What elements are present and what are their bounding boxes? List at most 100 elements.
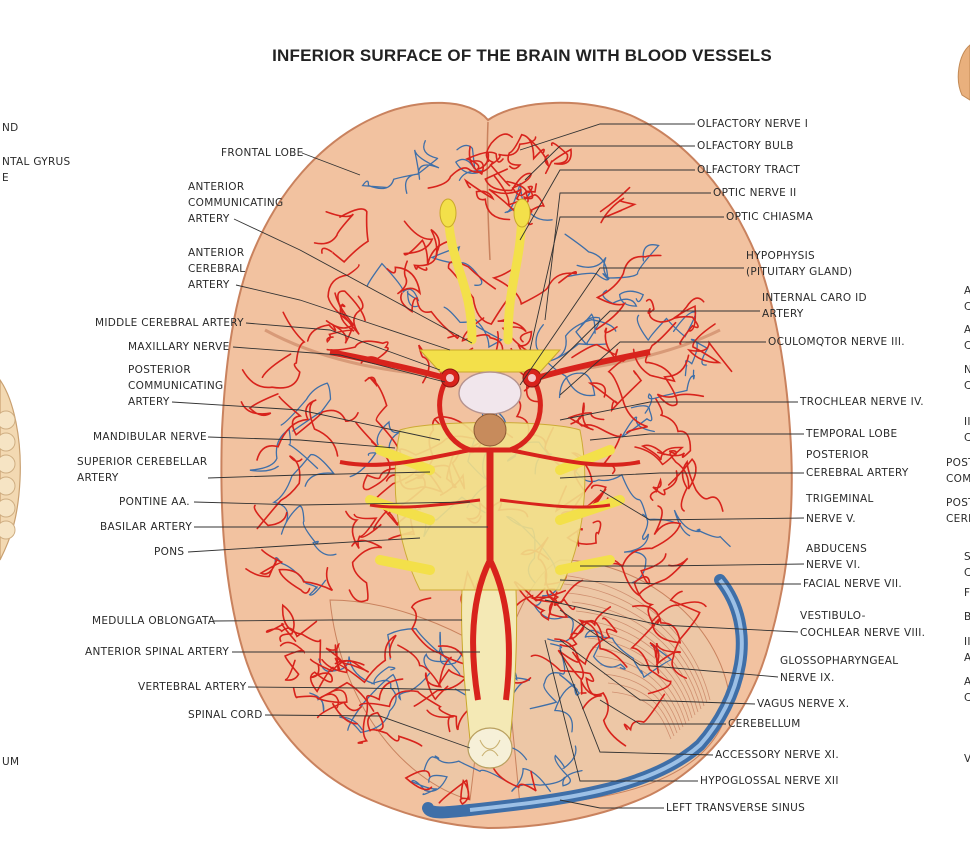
- label-anterior-cerebral-artery: ANTERIOR CEREBRAL ARTERY: [188, 247, 451, 351]
- edge-fragment-right-10: COM: [946, 473, 970, 485]
- label-internal-carotid-artery: INTERNAL CARO ID ARTERY: [539, 292, 867, 381]
- edge-fragment-right-15: F: [964, 587, 970, 599]
- facial-nerve-text-1: FACIAL NERVE VII.: [803, 578, 902, 590]
- edge-fragment-right-18: A: [964, 652, 970, 664]
- mandibular-nerve-leader-line: [207, 436, 396, 449]
- edge-fragment-right-11: POST: [946, 497, 970, 509]
- accessory-nerve-leader-line: [559, 649, 714, 756]
- anterior-cerebral-artery-text-2: CEREBRAL: [188, 263, 245, 275]
- vagus-nerve-text-1: VAGUS NERVE X.: [757, 698, 849, 710]
- abducens-nerve-text-2: NERVE VI.: [806, 559, 861, 571]
- optic-chiasma-leader-line: [529, 216, 724, 351]
- label-mandibular-nerve: MANDIBULAR NERVE: [93, 431, 396, 449]
- label-frontal-lobe: FRONTAL LOBE: [221, 147, 361, 176]
- label-medulla-oblongata: MEDULLA OBLONGATA: [92, 615, 462, 627]
- label-oculomotor-nerve: OCULOMQTOR NERVE III.: [559, 336, 905, 396]
- edge-fragment-right-4: C: [964, 340, 970, 352]
- edge-fragment-right-9: POST: [946, 457, 970, 469]
- middle-cerebral-artery-leader-line: [245, 322, 441, 371]
- edge-fragment-right-8: C: [964, 432, 970, 444]
- cerebellum-text-1: CEREBELLUM: [728, 718, 801, 730]
- label-vagus-nerve: VAGUS NERVE X.: [559, 639, 849, 710]
- anterior-cerebral-artery-text-3: ARTERY: [188, 279, 230, 291]
- neighbor-illustration-right: [957, 44, 970, 101]
- anterior-communicating-artery-text-2: COMMUNICATING: [188, 197, 283, 209]
- frontal-lobe-leader-line: [301, 152, 361, 176]
- hypophysis-text-2: (PITUITARY GLAND): [746, 266, 852, 278]
- edge-fragment-right-12: CERI: [946, 513, 970, 525]
- diagram-title: INFERIOR SURFACE OF THE BRAIN WITH BLOOD…: [272, 46, 772, 65]
- label-hypophysis: HYPOPHYSIS (PITUITARY GLAND): [519, 250, 852, 386]
- anterior-communicating-artery-text-1: ANTERIOR: [188, 181, 244, 193]
- edge-fragment-right-13: S: [964, 551, 970, 563]
- left-transverse-sinus-leader-line: [559, 799, 664, 809]
- vestibulocochlear-nerve-text-1: VESTIBULO-: [800, 610, 866, 622]
- oculomotor-nerve-text-1: OCULOMQTOR NERVE III.: [768, 336, 905, 348]
- superior-cerebellar-artery-text-1: SUPERIOR CEREBELLAR: [77, 456, 207, 468]
- left-transverse-sinus-text-1: LEFT TRANSVERSE SINUS: [666, 802, 805, 814]
- frontal-lobe-text-1: FRONTAL LOBE: [221, 147, 304, 159]
- edge-fragment-right-21: V: [964, 753, 970, 765]
- label-vestibulocochlear-nerve: VESTIBULO-COCHLEAR NERVE VIII.: [544, 599, 925, 639]
- hypophysis-text-1: HYPOPHYSIS: [746, 250, 815, 262]
- olfactory-nerve-leader-line: [519, 123, 695, 151]
- spinal-cord-leader-line: [264, 714, 471, 749]
- basilar-artery-text-1: BASILAR ARTERY: [100, 521, 192, 533]
- label-accessory-nerve: ACCESSORY NERVE XI.: [559, 649, 839, 761]
- label-facial-nerve: FACIAL NERVE VII.: [559, 578, 902, 590]
- vertebral-artery-text-1: VERTEBRAL ARTERY: [138, 681, 247, 693]
- trigeminal-nerve-leader-line: [599, 489, 805, 521]
- optic-chiasma-text-1: OPTIC CHIASMA: [726, 211, 814, 223]
- label-optic-chiasma: OPTIC CHIASMA: [529, 211, 814, 351]
- label-anterior-spinal-artery: ANTERIOR SPINAL ARTERY: [85, 646, 480, 658]
- olfactory-nerve-text-1: OLFACTORY NERVE I: [697, 118, 808, 130]
- internal-carotid-artery-leader-line: [539, 310, 760, 381]
- edge-fragment-right-7: II: [964, 416, 970, 428]
- anterior-cerebral-artery-text-1: ANTERIOR: [188, 247, 244, 259]
- label-abducens-nerve: ABDUCENS NERVE VI.: [580, 543, 867, 571]
- edge-fragment-right-3: A: [964, 324, 970, 336]
- facial-nerve-leader-line: [559, 579, 801, 585]
- hypophysis-leader-line: [519, 267, 744, 386]
- edge-fragment-right-20: C: [964, 692, 970, 704]
- edge-fragment-right-14: C: [964, 567, 970, 579]
- internal-carotid-artery-text-1: INTERNAL CARO ID: [762, 292, 867, 304]
- edge-fragment-right-1: A: [964, 285, 970, 297]
- glossopharyngeal-nerve-leader-line: [559, 609, 779, 678]
- vestibulocochlear-nerve-leader-line: [544, 599, 799, 633]
- label-maxillary-nerve: MAXILLARY NERVE: [128, 341, 446, 383]
- posterior-communicating-artery-text-3: ARTERY: [128, 396, 170, 408]
- abducens-nerve-text-1: ABDUCENS: [806, 543, 867, 555]
- label-vertebral-artery: VERTEBRAL ARTERY: [138, 681, 471, 693]
- label-pontine-aa: PONTINE AA.: [119, 496, 471, 508]
- olfactory-bulb-leader-line: [524, 145, 695, 181]
- hypoglossal-nerve-leader-line: [544, 639, 698, 782]
- label-hypoglossal-nerve: HYPOGLOSSAL NERVE XII: [544, 639, 838, 787]
- posterior-communicating-artery-text-1: POSTERIOR: [128, 364, 191, 376]
- olfactory-tract-leader-line: [519, 169, 695, 241]
- trigeminal-nerve-text-1: TRIGEMINAL: [805, 493, 874, 505]
- temporal-lobe-leader-line: [589, 433, 804, 441]
- accessory-nerve-text-1: ACCESSORY NERVE XI.: [715, 749, 839, 761]
- edge-fragment-right-16: B: [964, 611, 970, 623]
- edge-fragment-right-19: A: [964, 676, 970, 688]
- edge-fragment-left-4: UM: [2, 756, 19, 768]
- label-spinal-cord: SPINAL CORD: [188, 709, 471, 749]
- label-optic-nerve: OPTIC NERVE II: [544, 187, 796, 321]
- posterior-cerebral-artery-text-1: POSTERIOR: [806, 449, 869, 461]
- pons-text-1: PONS: [154, 546, 184, 558]
- internal-carotid-artery-text-2: ARTERY: [762, 308, 804, 320]
- superior-cerebellar-artery-leader-line: [207, 471, 431, 479]
- anterior-spinal-artery-text-1: ANTERIOR SPINAL ARTERY: [85, 646, 229, 658]
- posterior-cerebral-artery-leader-line: [559, 472, 804, 479]
- vertebral-artery-leader-line: [247, 686, 471, 691]
- spinal-cord-section: [467, 727, 513, 769]
- label-temporal-lobe: TEMPORAL LOBE: [589, 428, 897, 441]
- cerebellum-right: [504, 559, 731, 806]
- label-pons: PONS: [154, 537, 421, 558]
- glossopharyngeal-nerve-text-1: GLOSSOPHARYNGEAL: [780, 655, 898, 667]
